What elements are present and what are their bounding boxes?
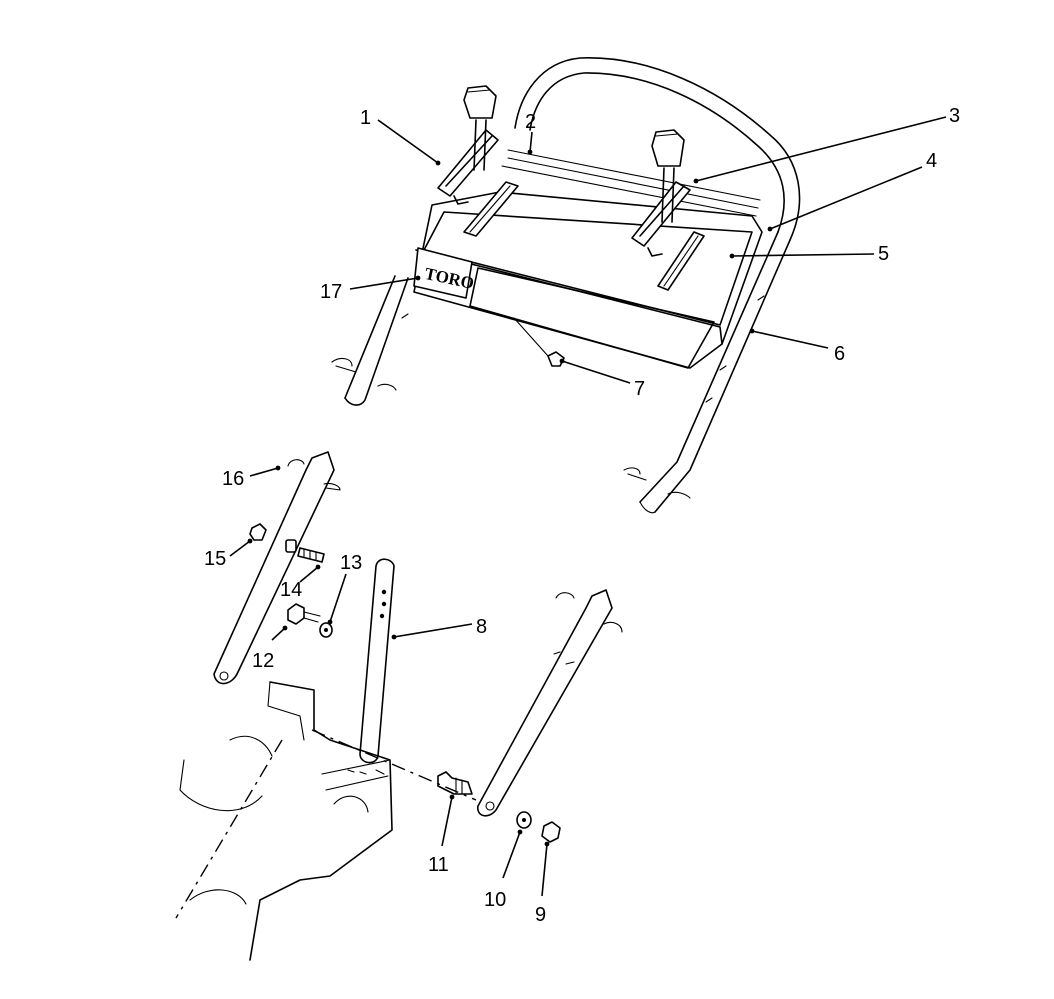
logo-plate	[413, 247, 473, 299]
callout-16: 16	[222, 468, 244, 490]
callout-17: 17	[320, 281, 342, 303]
callout-13: 13	[340, 552, 362, 574]
right-lever-knob	[651, 129, 685, 167]
callout-5: 5	[878, 243, 889, 265]
callout-11: 11	[428, 854, 449, 876]
callout-labels: 1 2 3 4 5 6 7 8 9 10 11 12 13 14 15 16 1…	[204, 105, 960, 926]
upper-handle-tube-right	[654, 239, 791, 513]
callout-leaders	[229, 116, 947, 897]
decal-window	[469, 267, 715, 369]
callout-9: 9	[535, 904, 546, 926]
hex-nut-9	[541, 821, 561, 843]
callout-4: 4	[926, 150, 937, 172]
callout-7: 7	[634, 378, 645, 400]
upper-handle-loop	[514, 57, 801, 241]
center-bracket	[359, 558, 395, 764]
callout-10: 10	[484, 889, 506, 911]
callout-8: 8	[476, 616, 487, 638]
hairpin-clip-upper	[287, 459, 341, 491]
upper-handle-assembly: TORO	[331, 57, 801, 514]
hex-nut-15	[249, 523, 267, 541]
assembly-centerline	[311, 729, 477, 801]
callout-15: 15	[204, 548, 226, 570]
callout-3: 3	[949, 105, 960, 127]
lower-handle-left	[213, 451, 335, 685]
callout-1: 1	[360, 107, 371, 129]
shoulder-bolt-11	[437, 771, 473, 795]
lower-handle-assembly	[175, 451, 623, 961]
bolt-14	[285, 539, 297, 553]
left-lever-shaft	[473, 119, 487, 171]
lower-handle-right	[477, 589, 613, 817]
left-lever-knob	[463, 85, 497, 119]
upper-handle-tube-left	[344, 277, 409, 406]
callout-12: 12	[252, 650, 274, 672]
mower-deck-fragment	[249, 681, 393, 961]
left-lever-slot	[463, 181, 519, 237]
callout-14: 14	[280, 579, 302, 601]
control-panel	[413, 191, 763, 369]
right-lever-shaft	[661, 167, 675, 223]
callout-6: 6	[834, 343, 845, 365]
right-control-plate	[631, 181, 691, 247]
callout-2: 2	[525, 111, 536, 133]
hairpin-clip-right	[555, 592, 623, 633]
bolt-12	[287, 603, 305, 625]
